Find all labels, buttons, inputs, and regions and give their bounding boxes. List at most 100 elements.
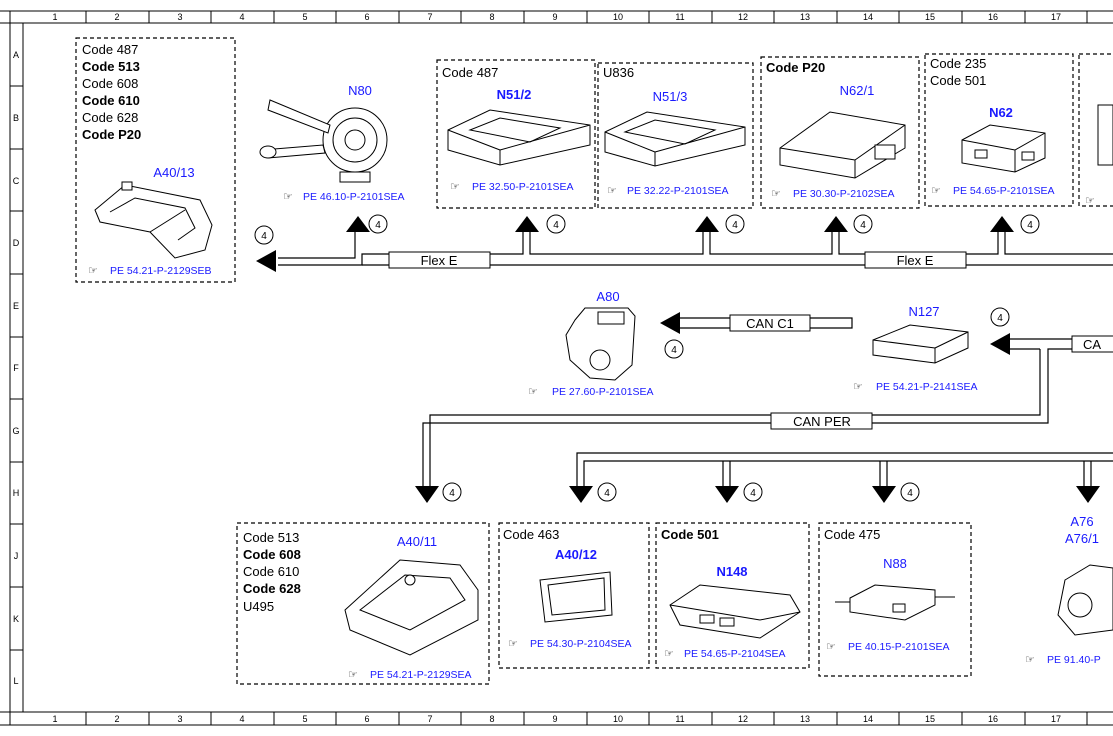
component-label: N51/2	[497, 87, 532, 102]
code-label: Code 487	[442, 65, 498, 80]
box-n51-3: U836 N51/3 ☞ PE 32.22-P-2101SEA	[597, 62, 754, 209]
col-label: 3	[177, 714, 182, 724]
code-label: Code 628	[82, 110, 138, 125]
svg-text:4: 4	[997, 313, 1003, 324]
box-n88: Code 475 N88 ☞ PE 40.15-P-2101SEA	[818, 522, 972, 677]
col-label: 12	[738, 714, 748, 724]
col-label: 4	[239, 714, 244, 724]
flex-e-left-arrow	[256, 250, 276, 272]
circle-4-marker: 4	[442, 482, 462, 502]
svg-text:4: 4	[261, 231, 267, 242]
circle-4-marker: 4	[853, 214, 873, 234]
code-label: U836	[603, 65, 634, 80]
svg-text:4: 4	[553, 220, 559, 231]
row-label: K	[13, 614, 19, 624]
col-label: 9	[552, 714, 557, 724]
col-label: 13	[800, 714, 810, 724]
component-n80: N80 ☞ PE 46.10-P-2101SEA	[259, 83, 405, 203]
svg-text:4: 4	[860, 220, 866, 231]
ref-link[interactable]: PE 54.21-P-2129SEB	[110, 265, 212, 277]
can-c1-arrow	[660, 312, 680, 334]
bus-label-can-right: CA	[1071, 335, 1113, 353]
code-label: Code P20	[766, 60, 825, 75]
hand-pointer-icon: ☞	[853, 381, 863, 393]
hand-pointer-icon: ☞	[283, 191, 293, 203]
svg-text:4: 4	[671, 345, 677, 356]
circle-4-marker: 4	[368, 214, 388, 234]
hand-pointer-icon: ☞	[348, 669, 358, 681]
row-label: A	[13, 50, 19, 60]
code-label: U495	[243, 599, 274, 614]
circle-4-marker: 4	[597, 482, 617, 502]
n62-1-illustration	[779, 111, 906, 179]
col-label: 14	[863, 714, 873, 724]
ref-link[interactable]: PE 54.21-P-2141SEA	[876, 381, 978, 393]
col-label: 1	[52, 714, 57, 724]
ref-link[interactable]: PE 91.40-P	[1047, 654, 1101, 666]
col-label: 15	[925, 714, 935, 724]
ref-link[interactable]: PE 32.50-P-2101SEA	[472, 181, 574, 193]
ref-link[interactable]: PE 40.15-P-2101SEA	[848, 641, 950, 653]
circle-4-marker: 4	[1020, 214, 1040, 234]
code-label: Code 501	[930, 73, 986, 88]
component-a76: A76 A76/1 ☞ PE 91.40-P	[1025, 514, 1113, 666]
row-label: C	[13, 176, 20, 186]
svg-text:4: 4	[732, 220, 738, 231]
row-label: D	[13, 238, 20, 248]
ref-link[interactable]: PE 54.65-P-2101SEA	[953, 185, 1055, 197]
col-label: 10	[613, 12, 623, 22]
ref-link[interactable]: PE 32.22-P-2101SEA	[627, 185, 729, 197]
column-labels-top: 1 2 3 4 5 6 7 8 9 10 11 12 13 14 15 16 1…	[52, 12, 1061, 22]
can-per-bus	[422, 338, 1113, 488]
code-label: Code 475	[824, 527, 880, 542]
hand-pointer-icon: ☞	[88, 265, 98, 277]
n51-2-illustration	[447, 109, 591, 166]
col-label: 2	[114, 714, 119, 724]
component-label: A76	[1070, 514, 1093, 529]
col-label: 17	[1051, 714, 1061, 724]
col-label: 11	[675, 714, 684, 724]
bus-label-can-per: CAN PER	[770, 412, 873, 430]
row-label: H	[13, 488, 20, 498]
bus-label-flex-e-left: Flex E	[388, 251, 491, 269]
ref-link[interactable]: PE 27.60-P-2101SEA	[552, 386, 654, 398]
row-label: G	[12, 426, 19, 436]
ref-link[interactable]: PE 46.10-P-2101SEA	[303, 191, 405, 203]
code-label: Code 463	[503, 527, 559, 542]
n62-illustration	[961, 124, 1046, 173]
code-label: Code 501	[661, 527, 719, 542]
hand-pointer-icon: ☞	[528, 386, 538, 398]
col-label: 4	[239, 12, 244, 22]
hand-pointer-icon: ☞	[826, 641, 836, 653]
col-label: 1	[52, 12, 57, 22]
hand-pointer-icon: ☞	[771, 188, 781, 200]
component-a80: A80 ☞ PE 27.60-P-2101SEA	[528, 289, 654, 398]
ref-link[interactable]: PE 54.30-P-2104SEA	[530, 638, 632, 650]
circle-4-marker: 4	[254, 225, 274, 245]
row-label: F	[13, 363, 19, 373]
svg-text:4: 4	[449, 488, 455, 499]
svg-text:4: 4	[1027, 220, 1033, 231]
col-label: 9	[552, 12, 557, 22]
ref-link[interactable]: PE 54.21-P-2129SEA	[370, 669, 472, 681]
code-label: Code 610	[243, 564, 299, 579]
row-label: L	[13, 676, 18, 686]
n127-illustration	[872, 324, 969, 364]
col-label: 5	[302, 12, 307, 22]
col-label: 10	[613, 714, 623, 724]
box-a40-11: Code 513 Code 608 Code 610 Code 628 U495…	[236, 522, 490, 685]
circle-4-marker: 4	[546, 214, 566, 234]
ref-link[interactable]: PE 54.65-P-2104SEA	[684, 648, 786, 660]
col-label: 17	[1051, 12, 1061, 22]
a40-13-illustration	[94, 181, 213, 259]
can-c1-label: CAN C1	[746, 316, 794, 331]
svg-text:4: 4	[750, 488, 756, 499]
col-label: 16	[988, 714, 998, 724]
n88-illustration	[835, 584, 955, 621]
col-label: 16	[988, 12, 998, 22]
col-label: 2	[114, 12, 119, 22]
ref-link[interactable]: PE 30.30-P-2102SEA	[793, 188, 895, 200]
can-per-label: CAN PER	[793, 414, 851, 429]
col-label: 11	[675, 12, 684, 22]
component-label: A80	[596, 289, 619, 304]
